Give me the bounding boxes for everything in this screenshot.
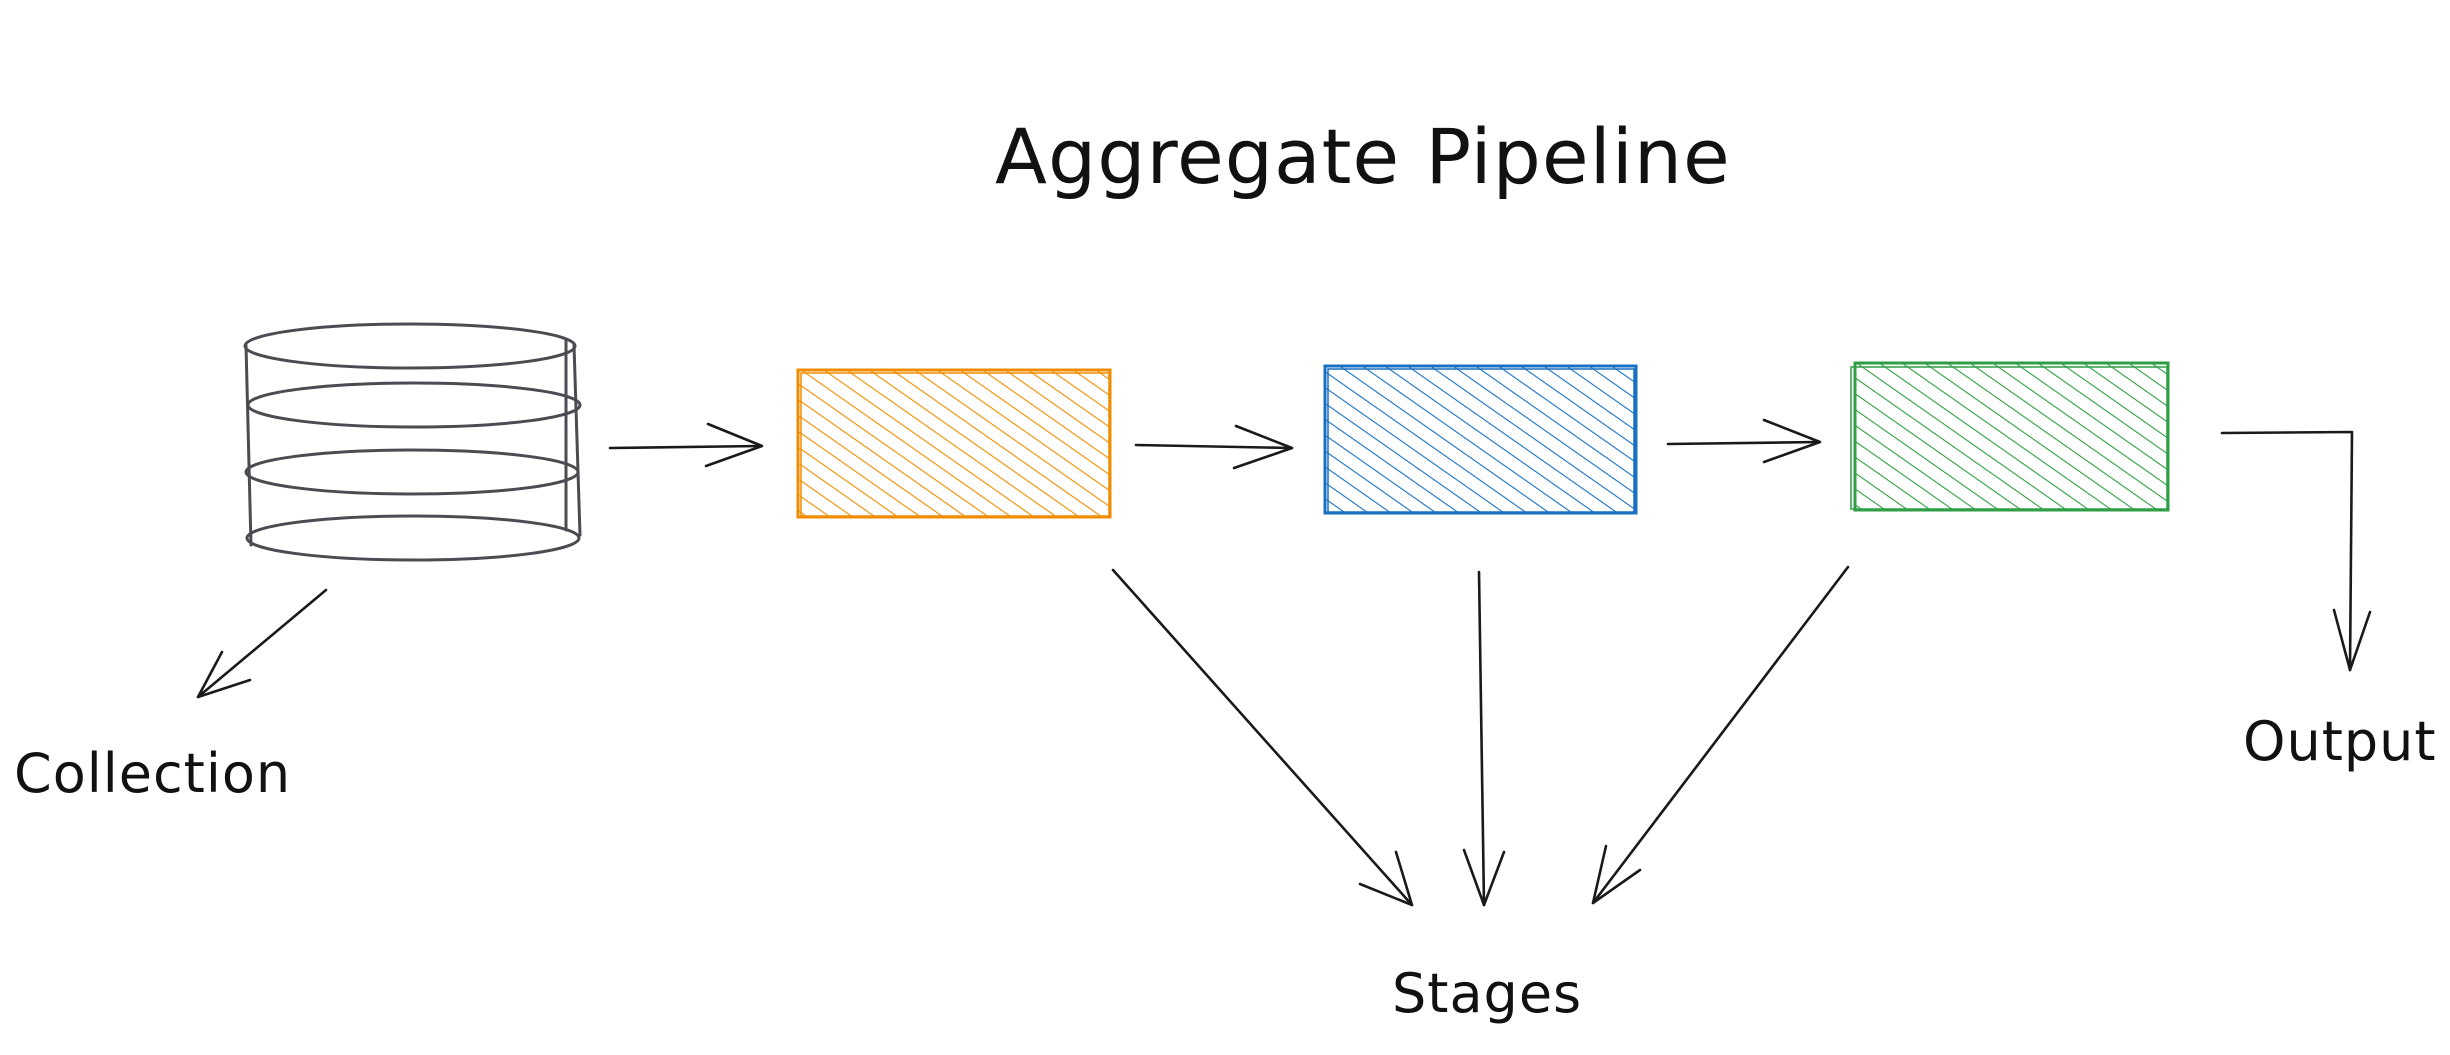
collection-label: Collection xyxy=(14,742,292,805)
arrow-collection-to-label xyxy=(196,588,328,699)
stage-2-box xyxy=(1323,364,1638,515)
arrow-stage-1-to-stage-2 xyxy=(1134,424,1294,470)
collection-database-icon xyxy=(243,322,582,562)
diagram-title: Aggregate Pipeline xyxy=(995,112,1731,201)
stage-1-box xyxy=(796,368,1112,519)
stage-3-box xyxy=(1850,361,2170,512)
arrow-stage-2-to-stages xyxy=(1462,570,1506,907)
stages-label: Stages xyxy=(1392,962,1583,1025)
output-label: Output xyxy=(2243,710,2437,773)
arrow-stage-2-to-stage-3 xyxy=(1666,418,1822,464)
arrow-collection-to-stage-1 xyxy=(608,422,764,468)
arrow-stage-3-to-stages xyxy=(1591,565,1850,905)
arrow-stage-3-to-output xyxy=(2220,430,2372,672)
arrow-stage-1-to-stages xyxy=(1111,568,1414,907)
